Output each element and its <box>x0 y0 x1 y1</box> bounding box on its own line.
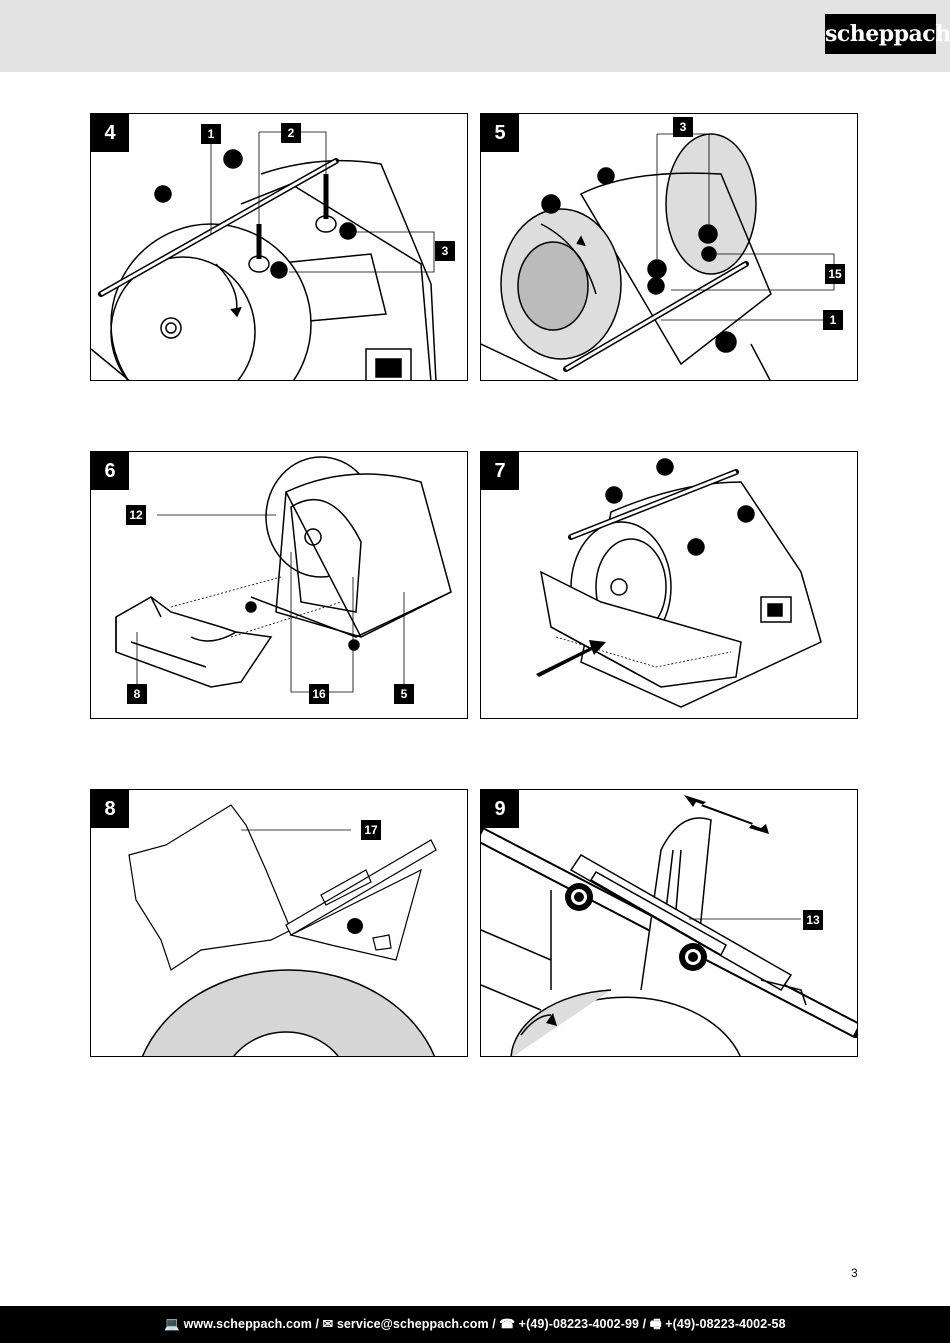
figure-8: 8 17 <box>90 789 468 1057</box>
page-number: 3 <box>851 1266 858 1280</box>
figure-8-drawing <box>128 804 437 1056</box>
figure-number: 8 <box>91 790 129 828</box>
callout-label: 1 <box>823 310 843 330</box>
callout-label: 2 <box>281 123 301 143</box>
phone-number: +(49)-08223-4002-99 <box>518 1317 640 1331</box>
separator: / <box>639 1317 650 1331</box>
separator: / <box>488 1317 500 1331</box>
contact-footer: 💻 www.scheppach.com / ✉ service@scheppac… <box>0 1306 950 1343</box>
callout-label: 12 <box>126 505 146 525</box>
fax-icon: 🖷 <box>649 1317 662 1331</box>
envelope-icon: ✉ <box>322 1317 334 1331</box>
callout-label: 16 <box>309 684 329 704</box>
figure-7-drawing <box>536 458 822 708</box>
figure-number: 5 <box>481 114 519 152</box>
figure-number: 4 <box>91 114 129 152</box>
callout-label: 5 <box>394 684 414 704</box>
callout-label: 3 <box>673 117 693 137</box>
figure-number: 9 <box>481 790 519 828</box>
callout-label: 15 <box>825 264 845 284</box>
callout-label: 13 <box>803 910 823 930</box>
figure-9-drawing <box>481 795 857 1056</box>
callout-label: 1 <box>201 124 221 144</box>
website-link[interactable]: www.scheppach.com <box>183 1317 312 1331</box>
figure-9: 9 13 <box>480 789 858 1057</box>
figure-6: 6 12 8 16 5 <box>90 451 468 719</box>
callout-label: 8 <box>127 684 147 704</box>
figure-7: 7 <box>480 451 858 719</box>
figure-5-drawing <box>481 133 835 380</box>
figure-4-drawing <box>91 131 437 380</box>
figure-6-drawing <box>115 456 452 693</box>
separator: / <box>311 1317 323 1331</box>
figure-number: 6 <box>91 452 129 490</box>
brand-logo: scheppach <box>825 14 950 54</box>
header-bar <box>0 0 950 72</box>
email-link[interactable]: service@scheppach.com <box>336 1317 489 1331</box>
figure-4: 4 <box>90 113 468 381</box>
telephone-icon: ☎ <box>499 1317 516 1331</box>
computer-icon: 💻 <box>164 1317 181 1331</box>
figure-5: 5 3 15 1 <box>480 113 858 381</box>
callout-label: 3 <box>435 241 455 261</box>
callout-label: 17 <box>361 820 381 840</box>
figure-number: 7 <box>481 452 519 490</box>
fax-number: +(49)-08223-4002-58 <box>665 1317 786 1331</box>
